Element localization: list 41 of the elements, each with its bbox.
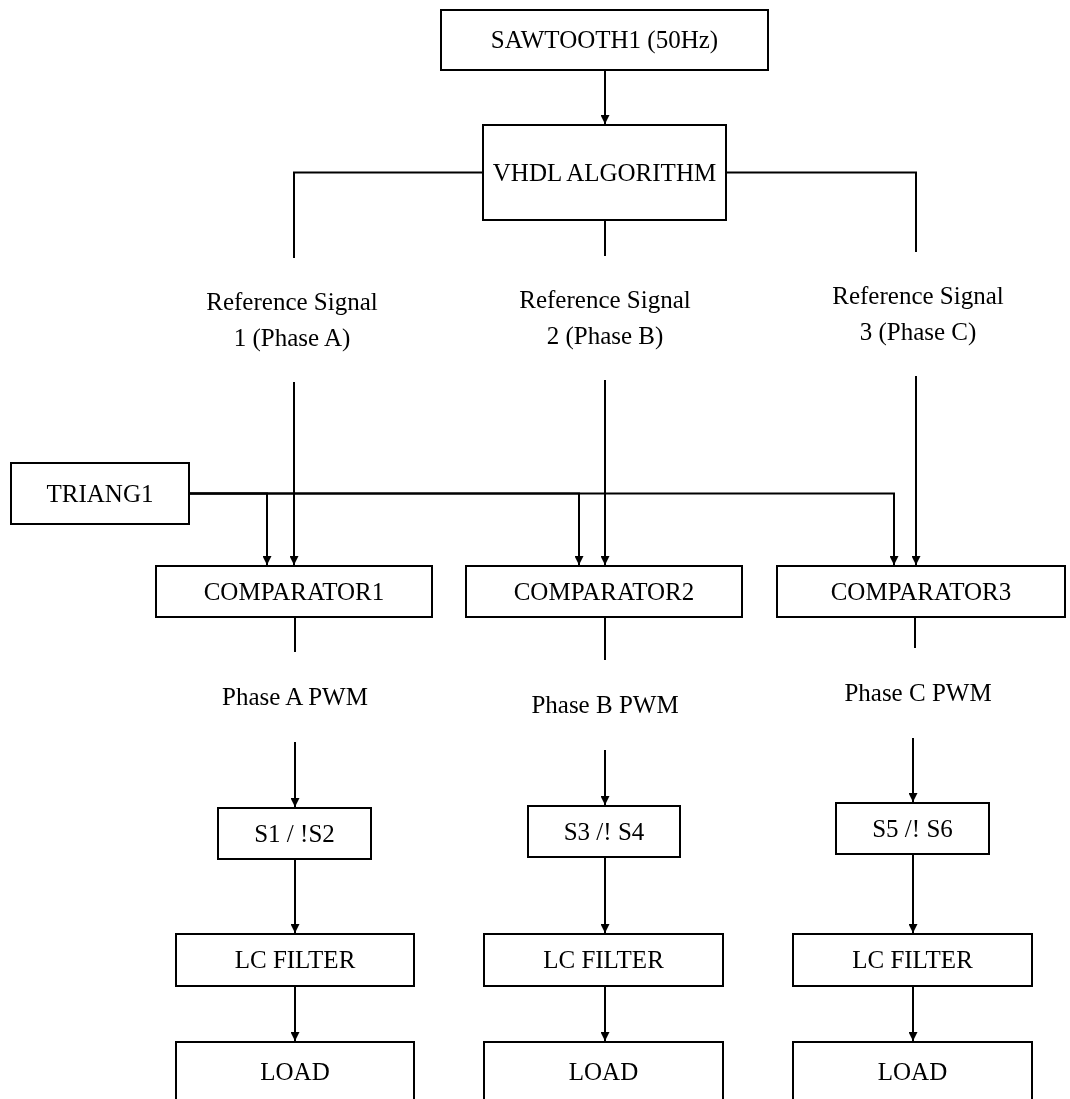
signal-label: Phase B PWM [525,660,685,750]
signal-label: Reference Signal 1 (Phase A) [202,258,382,382]
connector-line [914,617,916,649]
arrow [290,859,300,934]
arrow [600,857,610,934]
arrow [189,492,899,566]
signal-label: Phase C PWM [838,648,998,738]
signal-label: Reference Signal 3 (Phase C) [828,252,1008,376]
process-box: S5 /! S6 [835,802,990,855]
arrow [908,737,918,803]
process-box: LC FILTER [792,933,1033,987]
process-box: LOAD [483,1041,724,1099]
process-box: SAWTOOTH1 (50Hz) [440,9,769,71]
process-box: LOAD [175,1041,415,1099]
process-box: LOAD [792,1041,1033,1099]
arrow [600,749,610,806]
process-box: LC FILTER [483,933,724,987]
process-box: VHDL ALGORITHM [482,124,727,221]
process-box: LC FILTER [175,933,415,987]
process-box: COMPARATOR1 [155,565,433,618]
process-box: COMPARATOR2 [465,565,743,618]
arrow [600,70,610,125]
arrow [600,379,610,566]
process-box: TRIANG1 [10,462,190,525]
arrow [289,381,299,566]
process-box: COMPARATOR3 [776,565,1066,618]
process-box: S1 / !S2 [217,807,372,860]
signal-label: Phase A PWM [215,652,375,742]
process-box: S3 /! S4 [527,805,681,858]
connector-line [293,171,483,259]
connector-line [726,171,917,253]
arrow [908,854,918,934]
arrow [911,375,921,566]
arrow [290,986,300,1042]
connector-line [294,617,296,653]
arrow [600,986,610,1042]
connector-line [604,220,606,257]
arrow [908,986,918,1042]
signal-label: Reference Signal 2 (Phase B) [515,256,695,380]
connector-line [604,617,606,661]
arrow [290,741,300,808]
